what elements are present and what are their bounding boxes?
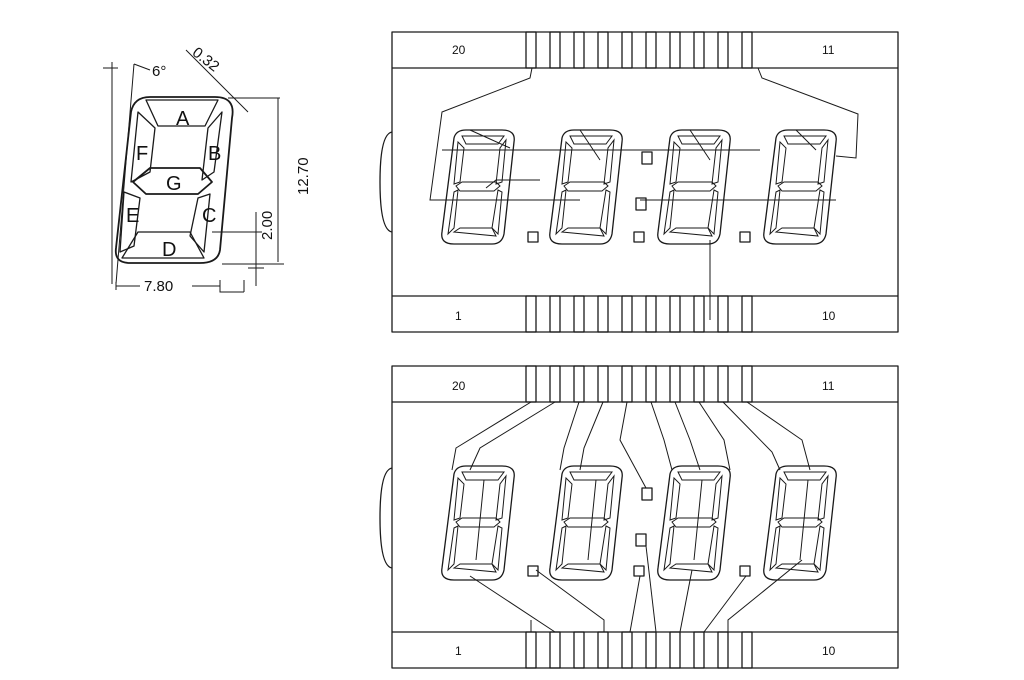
digit-3 xyxy=(657,465,731,581)
dim-gap-label: 2.00 xyxy=(259,211,276,240)
decimal-point xyxy=(527,565,539,577)
pin-label-11: 11 xyxy=(822,379,835,393)
pcb-bottom: 20 11 1 10 xyxy=(379,365,899,669)
segment-label-g: G xyxy=(166,173,182,195)
pin-row-bottom xyxy=(525,631,753,669)
digit-1 xyxy=(441,465,515,581)
dim-width-label: 7.80 xyxy=(144,278,173,295)
pin-row-top xyxy=(525,31,753,69)
pin-label-20: 20 xyxy=(452,379,466,393)
segment-label-b: B xyxy=(208,143,221,165)
segment-e xyxy=(119,191,141,253)
decimal-point xyxy=(633,231,645,243)
segment-label-f: F xyxy=(136,143,148,165)
digit-outline xyxy=(114,96,234,264)
colon-dot xyxy=(635,197,647,211)
digit-2 xyxy=(549,129,623,245)
segment-label-c: C xyxy=(202,205,216,227)
pin-row-top xyxy=(525,365,753,403)
segment-d xyxy=(121,231,205,259)
pin-label-10: 10 xyxy=(822,644,836,658)
digit-4 xyxy=(763,129,837,245)
dim-height-label: 12.70 xyxy=(295,157,312,195)
dim-angle-label: 6° xyxy=(152,63,166,80)
segment-g xyxy=(132,167,213,195)
segment-c xyxy=(189,193,211,253)
segment-b xyxy=(201,111,223,181)
digit-1 xyxy=(441,129,515,245)
segment-diagram: A B F G E C D 6° 0.32 12.70 2.00 7.80 xyxy=(103,44,312,295)
segment-a xyxy=(145,99,219,127)
pin-label-11: 11 xyxy=(822,43,835,57)
decimal-point xyxy=(739,565,751,577)
pcb-top: 20 11 1 10 xyxy=(379,31,899,333)
dim-stroke-label: 0.32 xyxy=(189,44,222,75)
segment-f xyxy=(130,111,156,183)
segment-label-d: D xyxy=(162,239,176,261)
decimal-point xyxy=(633,565,645,577)
digit-2 xyxy=(549,465,623,581)
decimal-point xyxy=(739,231,751,243)
decimal-point xyxy=(527,231,539,243)
pin-row-bottom xyxy=(525,295,753,333)
colon-dot xyxy=(641,487,653,501)
colon-dot xyxy=(641,151,653,165)
digit-4 xyxy=(763,465,837,581)
pin-label-1: 1 xyxy=(455,644,462,658)
colon-dot xyxy=(635,533,647,547)
pin-label-20: 20 xyxy=(452,43,466,57)
digit-3 xyxy=(657,129,731,245)
segment-label-a: A xyxy=(176,108,190,130)
pin-label-1: 1 xyxy=(455,309,462,323)
pin-label-10: 10 xyxy=(822,309,836,323)
segment-label-e: E xyxy=(126,205,139,227)
